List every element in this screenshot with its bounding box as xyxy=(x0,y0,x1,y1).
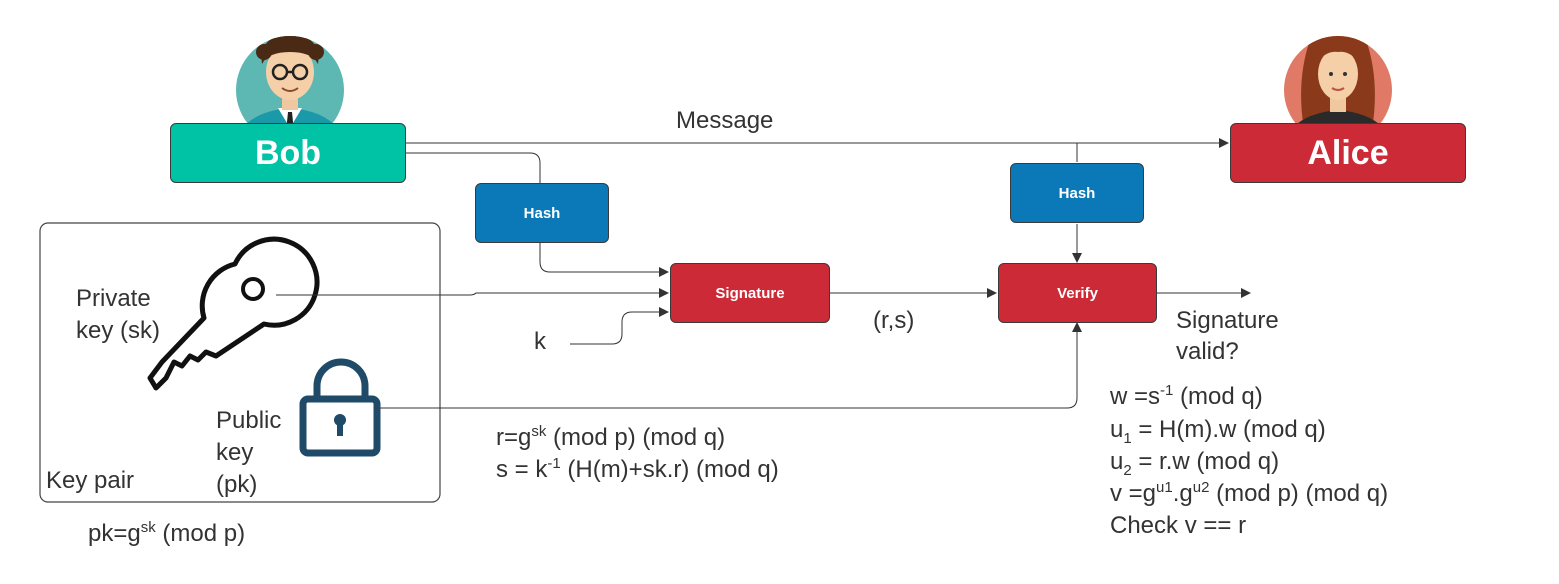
v-formula: v =gu1.gu2 (mod p) (mod q) xyxy=(1110,479,1389,507)
hash-right-box: Hash xyxy=(1010,163,1144,223)
alice-box: Alice xyxy=(1230,123,1466,183)
private-key-to-signature-line xyxy=(276,288,669,298)
hash-left-label: Hash xyxy=(523,204,561,222)
u1-formula: u1 = H(m).w (mod q) xyxy=(1110,416,1326,447)
hash-left-box: Hash xyxy=(475,183,609,243)
check-formula: Check v == r xyxy=(1110,512,1247,539)
hash-right-label: Hash xyxy=(1058,184,1096,202)
private-key-icon xyxy=(147,236,320,391)
k-to-signature-line xyxy=(570,307,669,345)
private-key-label-line2: key (sk) xyxy=(76,317,160,344)
s-formula: s = k-1 (H(m)+sk.r) (mod q) xyxy=(496,455,779,483)
r-formula: r=gsk (mod p) (mod q) xyxy=(496,423,726,451)
signature-box: Signature xyxy=(670,263,830,323)
signature-valid-label-line1: Signature xyxy=(1176,307,1279,334)
verify-box: Verify xyxy=(998,263,1157,323)
bob-box: Bob xyxy=(170,123,406,183)
rs-label: (r,s) xyxy=(873,307,915,334)
key-pair-label: Key pair xyxy=(46,467,135,494)
signature-label: Signature xyxy=(715,284,785,302)
verify-label: Verify xyxy=(1057,284,1098,302)
u2-formula: u2 = r.w (mod q) xyxy=(1110,448,1280,479)
public-key-lock-icon xyxy=(299,358,381,457)
public-key-label-line1: Public xyxy=(216,407,282,434)
pk-formula: pk=gsk (mod p) xyxy=(88,519,246,547)
signature-valid-label-line2: valid? xyxy=(1176,338,1239,365)
public-key-to-verify-line xyxy=(380,322,1082,409)
key-pair-frame xyxy=(39,222,441,503)
message-label: Message xyxy=(676,107,774,134)
w-formula: w =s-1 (mod q) xyxy=(1110,382,1263,410)
private-key-label-line1: Private xyxy=(76,285,151,312)
alice-label: Alice xyxy=(1307,133,1389,172)
public-key-label-line2: key xyxy=(216,439,254,466)
bob-label: Bob xyxy=(254,133,322,172)
public-key-label-line3: (pk) xyxy=(216,471,258,498)
k-label: k xyxy=(534,328,546,355)
